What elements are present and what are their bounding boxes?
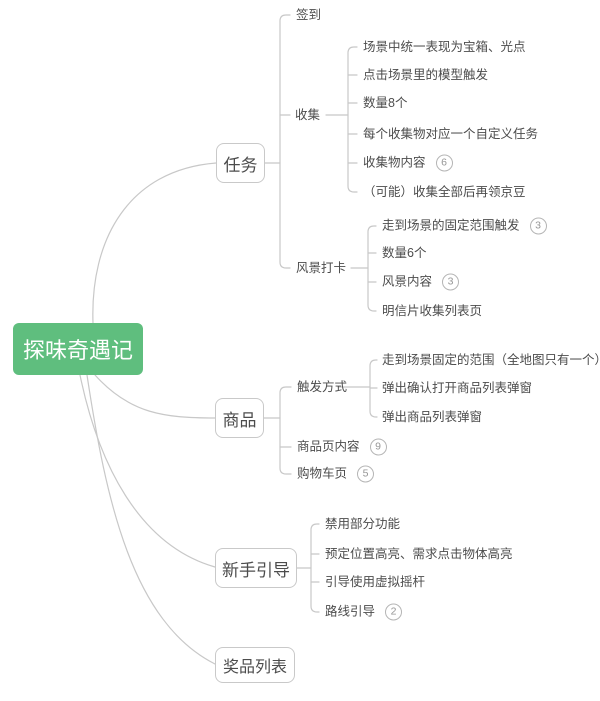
topic-joystick-guide-label: 引导使用虚拟摇杆	[325, 574, 426, 589]
topic-collect-content[interactable]: 收集物内容 6	[363, 154, 453, 172]
topic-trigger-list-popup-label: 弹出商品列表弹窗	[382, 409, 483, 424]
topic-goods-page-content-label: 商品页内容	[297, 439, 360, 454]
branch-tutorial-label: 新手引导	[222, 560, 290, 580]
connector-collect-spine	[347, 46, 358, 193]
topic-goods-page-content[interactable]: 商品页内容 9	[297, 438, 387, 456]
topic-scenery-content[interactable]: 风景内容 3	[382, 273, 460, 291]
count-badge[interactable]: 2	[385, 603, 403, 621]
topic-route-guide-label: 路线引导	[325, 604, 376, 619]
topic-collect-reward-label: （可能）收集全部后再领京豆	[363, 184, 526, 199]
count-badge[interactable]: 9	[369, 438, 387, 456]
connector-root-prizes	[86, 374, 216, 665]
topic-collect-custom-task[interactable]: 每个收集物对应一个自定义任务	[363, 128, 538, 141]
topic-collect-appearance-label: 场景中统一表现为宝箱、光点	[363, 39, 526, 54]
connector-scenery-spine	[367, 225, 377, 312]
topic-scenery-trigger-label: 走到场景的固定范围触发	[382, 218, 520, 233]
topic-trigger-range-label: 走到场景固定的范围（全地图只有一个）	[382, 352, 600, 367]
topic-scenery-trigger[interactable]: 走到场景的固定范围触发 3	[382, 217, 547, 235]
topic-check-in-label: 签到	[296, 7, 322, 22]
branch-goods[interactable]: 商品	[215, 398, 264, 438]
topic-postcard-list[interactable]: 明信片收集列表页	[382, 305, 482, 318]
topic-postcard-list-label: 明信片收集列表页	[382, 303, 483, 318]
connector-root-tutorial	[79, 374, 216, 568]
topic-cart-page-label: 购物车页	[297, 466, 348, 481]
topic-trigger-method[interactable]: 触发方式	[297, 381, 347, 394]
count-badge[interactable]: 6	[435, 154, 453, 172]
topic-scenery-checkin[interactable]: 风景打卡	[296, 262, 346, 275]
topic-collect-reward[interactable]: （可能）收集全部后再领京豆	[363, 186, 526, 199]
topic-collect-label: 收集	[295, 107, 321, 122]
topic-scenery-count-label: 数量6个	[382, 245, 427, 260]
topic-highlight-label: 预定位置高亮、需求点击物体高亮	[325, 546, 513, 561]
topic-collect[interactable]: 收集	[295, 109, 320, 122]
root-topic-label: 探味奇遇记	[22, 338, 133, 363]
topic-joystick-guide[interactable]: 引导使用虚拟摇杆	[325, 576, 425, 589]
root-topic[interactable]: 探味奇遇记	[13, 323, 143, 375]
topic-scenery-count[interactable]: 数量6个	[382, 247, 426, 260]
branch-prize-list[interactable]: 奖品列表	[215, 647, 295, 683]
count-badge[interactable]: 3	[529, 217, 547, 235]
connector-tasks-spine	[279, 14, 291, 269]
topic-collect-appearance[interactable]: 场景中统一表现为宝箱、光点	[363, 41, 526, 54]
branch-tutorial[interactable]: 新手引导	[215, 548, 297, 588]
topic-route-guide[interactable]: 路线引导 2	[325, 603, 403, 621]
topic-scenery-content-label: 风景内容	[382, 274, 433, 289]
topic-collect-count-label: 数量8个	[363, 95, 408, 110]
topic-trigger-list-popup[interactable]: 弹出商品列表弹窗	[382, 411, 482, 424]
topic-scenery-checkin-label: 风景打卡	[296, 260, 347, 275]
topic-collect-count[interactable]: 数量8个	[363, 97, 407, 110]
topic-trigger-confirm-popup[interactable]: 弹出确认打开商品列表弹窗	[382, 382, 532, 395]
topic-trigger-range[interactable]: 走到场景固定的范围（全地图只有一个）	[382, 354, 600, 367]
topic-disable-functions-label: 禁用部分功能	[325, 516, 401, 531]
branch-goods-label: 商品	[222, 410, 257, 430]
topic-cart-page[interactable]: 购物车页 5	[297, 465, 375, 483]
branch-prize-list-label: 奖品列表	[222, 659, 287, 676]
count-badge[interactable]: 3	[442, 273, 460, 291]
topic-disable-functions[interactable]: 禁用部分功能	[325, 518, 400, 531]
connector-goods-spine	[279, 386, 292, 475]
topic-collect-trigger-label: 点击场景里的模型触发	[363, 67, 489, 82]
topic-check-in[interactable]: 签到	[296, 9, 321, 22]
topic-collect-custom-task-label: 每个收集物对应一个自定义任务	[363, 126, 539, 141]
topic-highlight[interactable]: 预定位置高亮、需求点击物体高亮	[325, 548, 513, 561]
branch-tasks-label: 任务	[223, 155, 258, 175]
connector-tutorial-spine	[310, 523, 320, 613]
connector-root-tasks	[92, 162, 217, 324]
branch-tasks[interactable]: 任务	[216, 143, 265, 183]
topic-trigger-method-label: 触发方式	[297, 379, 348, 394]
topic-trigger-confirm-popup-label: 弹出确认打开商品列表弹窗	[382, 380, 533, 395]
connector-root-goods	[94, 374, 216, 419]
topic-collect-trigger[interactable]: 点击场景里的模型触发	[363, 69, 488, 82]
topic-collect-content-label: 收集物内容	[363, 155, 426, 170]
count-badge[interactable]: 5	[357, 465, 375, 483]
